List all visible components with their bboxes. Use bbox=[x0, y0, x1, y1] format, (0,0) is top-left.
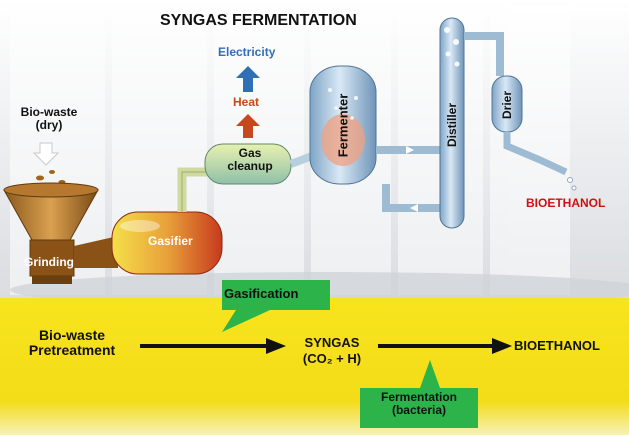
fermentation-callout bbox=[360, 360, 478, 428]
pipe-outline bbox=[181, 171, 210, 212]
drier-label: Drier bbox=[500, 91, 514, 120]
grinding-label: Grinding bbox=[24, 255, 74, 269]
syngas-label: SYNGAS bbox=[304, 335, 360, 350]
ethanol-drops bbox=[567, 177, 577, 191]
heat-label: Heat bbox=[233, 95, 260, 109]
grinder-hopper bbox=[3, 182, 118, 284]
gasifier-label: Gasifier bbox=[148, 234, 193, 248]
flow-arrow-1-icon bbox=[140, 338, 286, 354]
gas-cleanup-label: Gas cleanup bbox=[227, 146, 273, 174]
bioethanol-flow-label: BIOETHANOL bbox=[514, 338, 600, 353]
gasifier-vessel bbox=[111, 211, 223, 275]
heat-arrow-icon bbox=[236, 114, 260, 138]
biowaste-label: Bio-waste (dry) bbox=[20, 105, 78, 133]
flow-arrow-icons bbox=[406, 146, 418, 212]
distiller-label: Distiller bbox=[445, 103, 459, 148]
pipe-distiller-drier bbox=[464, 32, 504, 76]
fermentation-label: Fermentation (bacteria) bbox=[380, 390, 457, 418]
gasification-callout bbox=[222, 280, 330, 332]
syngas-formula-label: (CO₂ + H) bbox=[302, 351, 362, 366]
fermenter-label: Fermenter bbox=[335, 93, 351, 158]
pipe-cleanup-fermenter bbox=[289, 152, 314, 168]
fermenter-tank bbox=[309, 65, 377, 185]
flow-arrow-2-icon bbox=[378, 338, 512, 354]
electricity-arrow-icon bbox=[236, 66, 260, 92]
electricity-label: Electricity bbox=[218, 45, 276, 59]
output-pipe bbox=[503, 132, 568, 176]
gasification-label: Gasification bbox=[224, 286, 299, 301]
product-label: BIOETHANOL bbox=[526, 196, 606, 210]
diagram-title: SYNGAS FERMENTATION bbox=[160, 12, 357, 29]
pretreatment-label: Bio-waste Pretreatment bbox=[28, 327, 116, 359]
waste-particles bbox=[36, 170, 66, 184]
flow-band bbox=[0, 298, 629, 435]
distiller-column bbox=[439, 17, 465, 229]
biowaste-down-arrow-icon bbox=[32, 142, 60, 166]
